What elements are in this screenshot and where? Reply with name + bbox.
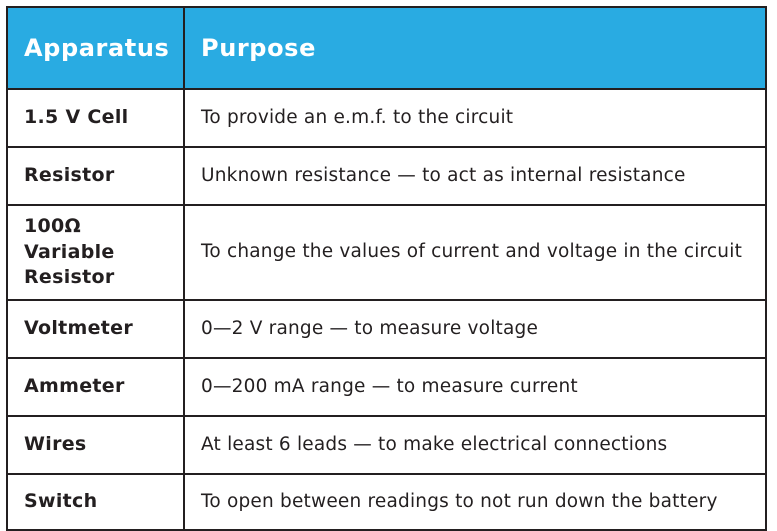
cell-purpose: To change the values of current and volt… — [183, 204, 767, 301]
table-header-row: Apparatus Purpose — [6, 6, 767, 90]
table-row: 1.5 V Cell To provide an e.m.f. to the c… — [6, 88, 767, 148]
apparatus-purpose-table: Apparatus Purpose 1.5 V Cell To provide … — [6, 6, 767, 531]
cell-apparatus: Switch — [6, 472, 185, 531]
table-body: 1.5 V Cell To provide an e.m.f. to the c… — [6, 88, 767, 531]
column-header-purpose: Purpose — [183, 6, 767, 90]
cell-purpose: To open between readings to not run down… — [183, 472, 767, 531]
cell-apparatus: Ammeter — [6, 356, 185, 417]
apparatus-table-container: Apparatus Purpose 1.5 V Cell To provide … — [6, 6, 767, 531]
cell-apparatus: Wires — [6, 414, 185, 475]
cell-purpose: At least 6 leads — to make electrical co… — [183, 414, 767, 475]
table-row: Resistor Unknown resistance — to act as … — [6, 146, 767, 206]
cell-purpose: Unknown resistance — to act as internal … — [183, 146, 767, 206]
cell-purpose: To provide an e.m.f. to the circuit — [183, 88, 767, 148]
cell-apparatus: Resistor — [6, 146, 185, 206]
cell-apparatus: Voltmeter — [6, 298, 185, 359]
table-row: Switch To open between readings to not r… — [6, 472, 767, 531]
table-row: Voltmeter 0—2 V range — to measure volta… — [6, 298, 767, 359]
cell-purpose: 0—2 V range — to measure voltage — [183, 298, 767, 359]
cell-purpose: 0—200 mA range — to measure current — [183, 356, 767, 417]
table-header: Apparatus Purpose — [6, 6, 767, 90]
table-row: 100Ω Variable Resistor To change the val… — [6, 204, 767, 301]
cell-apparatus: 1.5 V Cell — [6, 88, 185, 148]
column-header-apparatus: Apparatus — [6, 6, 185, 90]
table-row: Ammeter 0—200 mA range — to measure curr… — [6, 356, 767, 417]
table-row: Wires At least 6 leads — to make electri… — [6, 414, 767, 475]
cell-apparatus: 100Ω Variable Resistor — [6, 204, 185, 301]
